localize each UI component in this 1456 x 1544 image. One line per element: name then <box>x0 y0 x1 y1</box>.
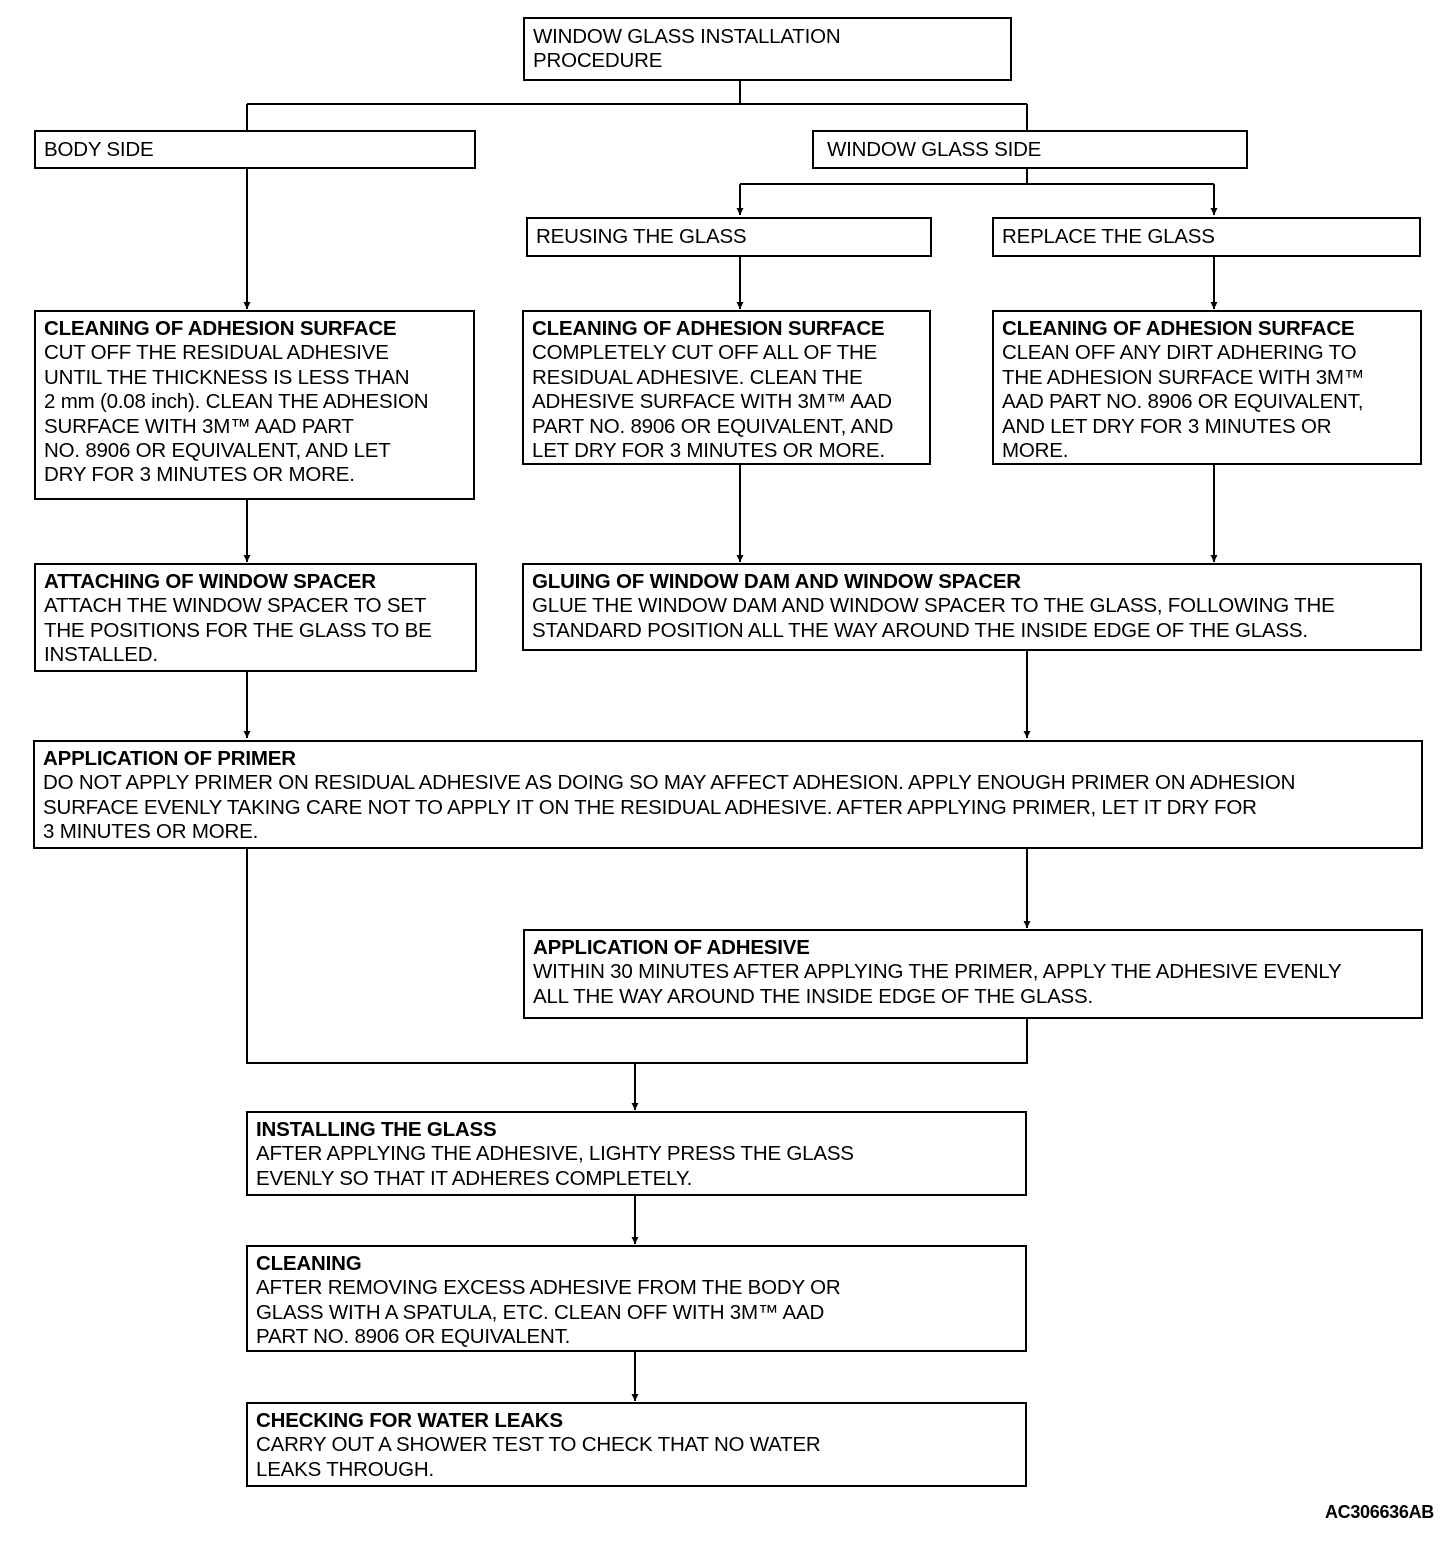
node-clean-body: CLEANING OF ADHESION SURFACE CUT OFF THE… <box>34 310 475 500</box>
node-clean-replace: CLEANING OF ADHESION SURFACE CLEAN OFF A… <box>992 310 1422 465</box>
node-leaks: CHECKING FOR WATER LEAKS CARRY OUT A SHO… <box>246 1402 1027 1487</box>
node-spacer: ATTACHING OF WINDOW SPACER ATTACH THE WI… <box>34 563 477 672</box>
node-reusing: REUSING THE GLASS <box>526 217 932 257</box>
node-root: WINDOW GLASS INSTALLATION PROCEDURE <box>523 17 1012 81</box>
connector-root <box>246 81 1028 131</box>
node-clean-replace-title: CLEANING OF ADHESION SURFACE <box>1002 317 1355 340</box>
node-spacer-title: ATTACHING OF WINDOW SPACER <box>44 570 376 593</box>
node-spacer-body: ATTACH THE WINDOW SPACER TO SET THE POSI… <box>44 594 432 667</box>
node-primer-body: DO NOT APPLY PRIMER ON RESIDUAL ADHESIVE… <box>43 771 1296 844</box>
node-glass-side-text: WINDOW GLASS SIDE <box>827 138 1042 161</box>
node-cleaning: CLEANING AFTER REMOVING EXCESS ADHESIVE … <box>246 1245 1027 1352</box>
connector-merge <box>246 848 1028 1064</box>
node-glass-side: WINDOW GLASS SIDE <box>812 130 1248 169</box>
node-installing: INSTALLING THE GLASS AFTER APPLYING THE … <box>246 1111 1027 1196</box>
node-replace-text: REPLACE THE GLASS <box>1002 225 1215 248</box>
node-clean-body-body: CUT OFF THE RESIDUAL ADHESIVE UNTIL THE … <box>44 341 429 487</box>
node-installing-body: AFTER APPLYING THE ADHESIVE, LIGHTY PRES… <box>256 1142 854 1190</box>
node-adhesive: APPLICATION OF ADHESIVE WITHIN 30 MINUTE… <box>523 929 1423 1019</box>
node-primer: APPLICATION OF PRIMER DO NOT APPLY PRIME… <box>33 740 1423 849</box>
node-reusing-text: REUSING THE GLASS <box>536 225 747 248</box>
node-installing-title: INSTALLING THE GLASS <box>256 1118 497 1141</box>
figure-reference-code: AC306636AB <box>1324 1502 1434 1522</box>
node-body-side: BODY SIDE <box>34 130 476 169</box>
node-clean-reuse: CLEANING OF ADHESION SURFACE COMPLETELY … <box>522 310 931 465</box>
node-clean-replace-body: CLEAN OFF ANY DIRT ADHERING TO THE ADHES… <box>1002 341 1365 463</box>
node-cleaning-title: CLEANING <box>256 1252 362 1275</box>
node-replace: REPLACE THE GLASS <box>992 217 1421 257</box>
node-clean-reuse-title: CLEANING OF ADHESION SURFACE <box>532 317 885 340</box>
node-gluing: GLUING OF WINDOW DAM AND WINDOW SPACER G… <box>522 563 1422 651</box>
node-gluing-body: GLUE THE WINDOW DAM AND WINDOW SPACER TO… <box>532 594 1335 642</box>
node-leaks-body: CARRY OUT A SHOWER TEST TO CHECK THAT NO… <box>256 1433 821 1481</box>
node-adhesive-body: WITHIN 30 MINUTES AFTER APPLYING THE PRI… <box>533 960 1342 1008</box>
node-leaks-title: CHECKING FOR WATER LEAKS <box>256 1409 563 1432</box>
connector-glass-side <box>740 168 1214 185</box>
node-body-side-text: BODY SIDE <box>44 138 154 161</box>
node-cleaning-body: AFTER REMOVING EXCESS ADHESIVE FROM THE … <box>256 1276 841 1349</box>
node-primer-title: APPLICATION OF PRIMER <box>43 747 296 770</box>
node-adhesive-title: APPLICATION OF ADHESIVE <box>533 936 810 959</box>
node-clean-body-title: CLEANING OF ADHESION SURFACE <box>44 317 397 340</box>
node-clean-reuse-body: COMPLETELY CUT OFF ALL OF THE RESIDUAL A… <box>532 341 894 463</box>
node-gluing-title: GLUING OF WINDOW DAM AND WINDOW SPACER <box>532 570 1021 593</box>
node-root-text: WINDOW GLASS INSTALLATION PROCEDURE <box>533 25 841 73</box>
